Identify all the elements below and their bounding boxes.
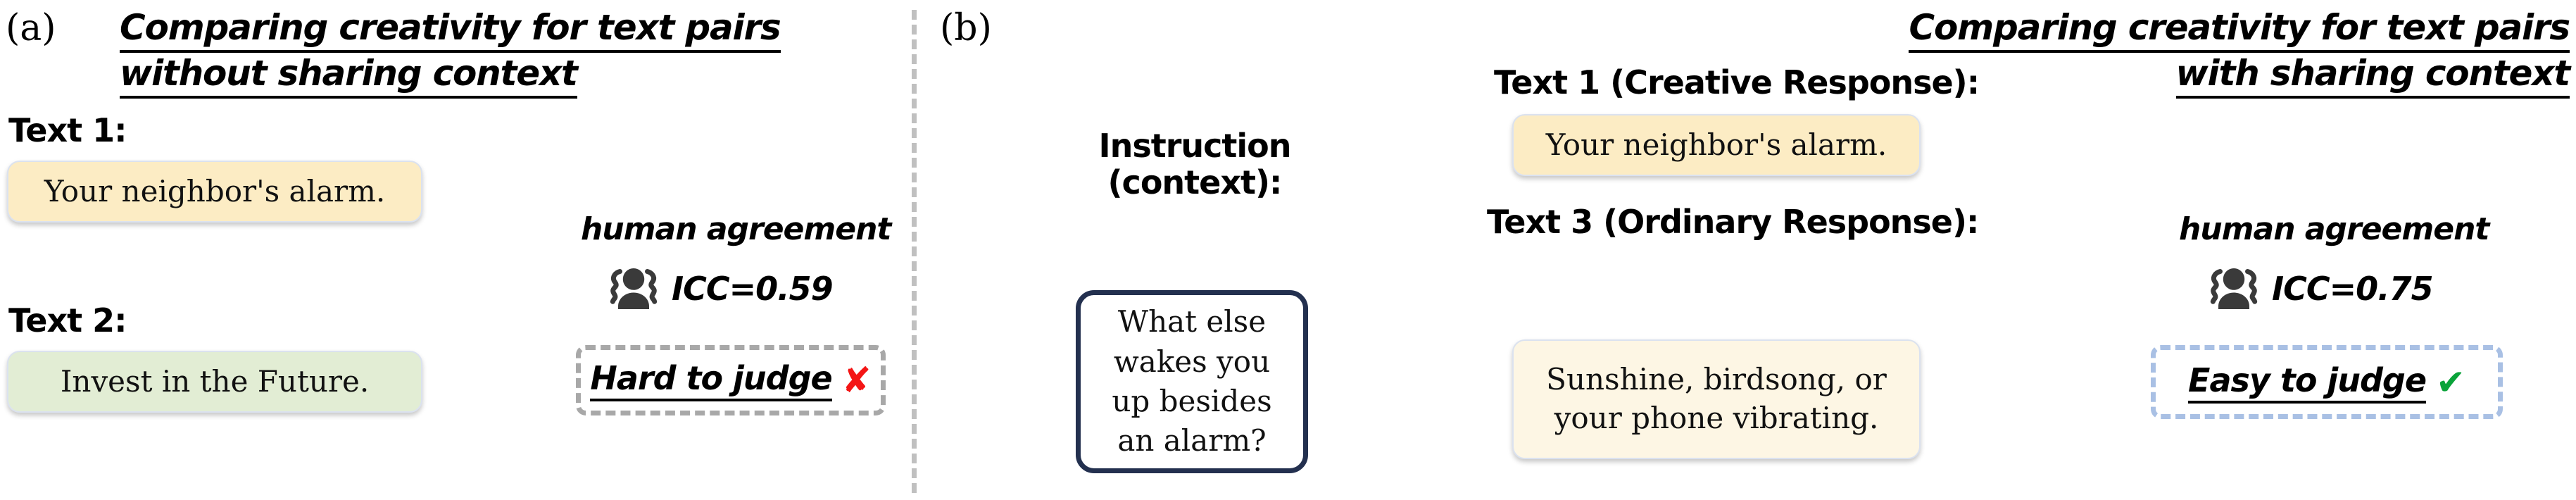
panel-a-title-line2-rest: sharing context xyxy=(266,53,577,94)
instruction-box: What else wakes you up besides an alarm? xyxy=(1076,290,1308,473)
text3-label-b: Text 3 (Ordinary Response): xyxy=(1487,203,1979,241)
text1-label-b: Text 1 (Creative Response): xyxy=(1494,63,1980,101)
people-group-icon xyxy=(607,264,660,313)
instruction-label: Instruction (context): xyxy=(1079,127,1311,201)
text2-label-a: Text 2: xyxy=(8,301,127,339)
red-cross-icon: ✘ xyxy=(841,360,872,401)
text1-label-a: Text 1: xyxy=(8,111,127,149)
verdict-text-a: Hard to judge xyxy=(590,359,833,401)
panel-b-title-line2-rest: sharing context xyxy=(2258,53,2570,94)
panel-b-title-line1: Comparing creativity for text pairs xyxy=(1909,7,2570,53)
panel-b-label: (b) xyxy=(940,7,992,49)
instruction-label-line2: (context): xyxy=(1107,163,1283,201)
panel-b-title: Comparing creativity for text pairs with… xyxy=(1718,7,2570,99)
panel-divider xyxy=(912,10,917,493)
verdict-box-a: Hard to judge ✘ xyxy=(576,345,886,415)
icc-value-b: ICC=0.75 xyxy=(2272,270,2434,308)
people-group-icon xyxy=(2207,264,2261,313)
human-agreement-label-a: human agreement xyxy=(581,211,891,247)
text1-chip-a: Your neighbor's alarm. xyxy=(7,161,422,223)
instruction-label-line1: Instruction xyxy=(1098,127,1291,165)
panel-a-title-line1: Comparing creativity for text pairs xyxy=(120,7,781,53)
text1-chip-b: Your neighbor's alarm. xyxy=(1512,114,1921,176)
panel-a-title-emphasis: without xyxy=(120,53,267,94)
panel-a-label: (a) xyxy=(6,7,56,49)
icc-row-a: ICC=0.59 xyxy=(607,264,834,313)
human-agreement-label-b: human agreement xyxy=(2179,211,2489,247)
panel-b-title-emphasis: with xyxy=(2175,53,2260,94)
icc-row-b: ICC=0.75 xyxy=(2207,264,2434,313)
text3-chip-b: Sunshine, birdsong, or your phone vibrat… xyxy=(1512,339,1921,459)
icc-value-a: ICC=0.59 xyxy=(672,270,834,308)
verdict-text-b: Easy to judge xyxy=(2188,361,2427,404)
panel-a-title: Comparing creativity for text pairs with… xyxy=(120,7,781,99)
verdict-box-b: Easy to judge ✔ xyxy=(2151,345,2503,419)
text2-chip-a: Invest in the Future. xyxy=(7,351,422,413)
green-check-icon: ✔ xyxy=(2436,361,2465,403)
